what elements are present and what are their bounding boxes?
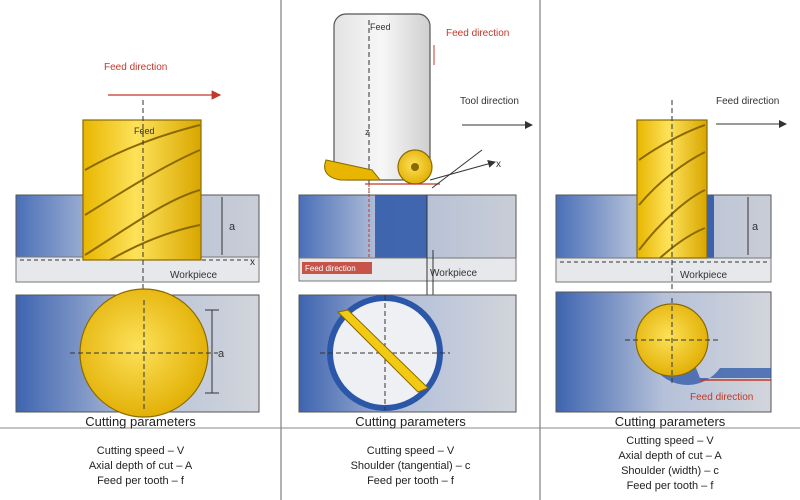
panel1-flute-4: [109, 224, 201, 261]
panel1-flute-3: [84, 189, 201, 256]
panel1-x-symbol: x: [250, 257, 255, 268]
panel1-caption-lines: Cutting speed – V Axial depth of cut – A…: [0, 444, 281, 489]
panel3-feed-direction-label: Feed direction: [716, 96, 779, 107]
panel3-caption-line: Shoulder (width) – c: [621, 465, 719, 477]
panel2-z-symbol: z: [365, 127, 370, 137]
panel2-feed-label: Feed direction: [446, 28, 509, 39]
panel3-caption-line: Feed per tooth – f: [626, 480, 714, 492]
panel3-caption-lines: Cutting speed – V Axial depth of cut – A…: [540, 434, 800, 494]
panel1-workpiece-label: Workpiece: [170, 270, 217, 281]
panel2-insert-blade: [336, 309, 429, 393]
panel2-shank-tip: [324, 159, 382, 181]
panel-2: Feed z Feed direction Tool direction x W…: [298, 13, 533, 413]
panel1-caption-line: Axial depth of cut – A: [88, 460, 193, 472]
panel2-caption-line: Cutting speed – V: [366, 445, 455, 457]
panel3-caption-line: Cutting speed – V: [626, 435, 714, 447]
panel3-caption-title: Cutting parameters: [614, 414, 726, 429]
panel2-angle-line: [431, 149, 483, 189]
panel3-workpiece-label: Workpiece: [680, 270, 727, 281]
panel1-feed-direction-label: Feed direction: [104, 62, 167, 73]
panel2-caption-title: Cutting parameters: [355, 414, 466, 429]
panel3-flute-3: [638, 189, 706, 251]
panel2-insert-screw: [411, 163, 419, 171]
panel3-flute-4: [659, 227, 706, 259]
panel1-caption-title: Cutting parameters: [85, 414, 196, 429]
panel1-workpiece-base: [15, 256, 260, 283]
panel2-tool-label: Feed: [370, 22, 391, 32]
panel2-side-label: Tool direction: [460, 96, 519, 107]
panel1-depth-symbol: a: [229, 221, 236, 233]
panel2-caption-line: Feed per tooth – f: [367, 475, 454, 487]
panel2-x-symbol: x: [496, 159, 501, 170]
panel1-caption: Cutting parameters Cutting speed – V Axi…: [0, 412, 281, 500]
panel2-caption-lines: Cutting speed – V Shoulder (tangential) …: [281, 444, 540, 489]
panel1-flute-2: [84, 149, 201, 216]
panel2-workpiece-label: Workpiece: [430, 268, 477, 279]
panel2-x-line: [429, 160, 496, 181]
panel-1: Feed direction Workpiece x Feed a a: [15, 62, 260, 418]
panel2-red-box: [302, 262, 372, 274]
panel2-red-box-label: Feed direction: [305, 264, 356, 273]
panel3-red-label: Feed direction: [690, 392, 753, 403]
panel1-caption-line: Cutting speed – V: [96, 445, 185, 457]
panel1-caption-line: Feed per tooth – f: [97, 475, 184, 487]
panel2-caption: Cutting parameters Cutting speed – V Sho…: [281, 412, 540, 500]
panel3-caption: Cutting parameters Cutting speed – V Axi…: [540, 412, 800, 500]
panel3-caption-line: Axial depth of cut – A: [618, 450, 722, 462]
panel2-caption-line: Shoulder (tangential) – c: [350, 460, 471, 472]
panel1-tool-label: Feed: [134, 126, 155, 136]
panel2-workpiece-dark: [375, 195, 427, 258]
panel3-flute-1: [638, 124, 706, 161]
panel3-depth-symbol: a: [752, 221, 759, 233]
panel-3: Feed direction Workpiece a Feed directio…: [555, 96, 787, 413]
panel1-flute-1: [84, 124, 201, 171]
panel1-tool-body: [82, 119, 202, 261]
panel2-shank: [333, 13, 431, 181]
panel1-width-symbol: a: [218, 348, 225, 360]
